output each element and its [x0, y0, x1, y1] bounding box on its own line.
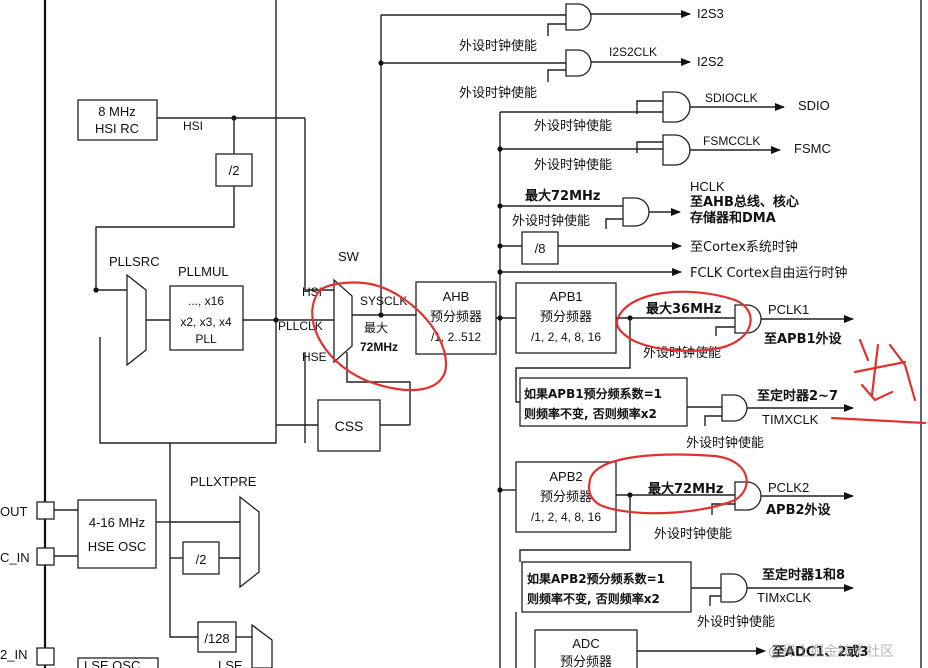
pin-osc32-in-pad: [36, 647, 55, 666]
fsmc-gate: FSMCCLK FSMC 外设时钟使能: [497, 134, 831, 173]
i2s3-gate: I2S3 外设时钟使能: [459, 3, 724, 54]
fsmc-enable: 外设时钟使能: [534, 157, 612, 173]
hse-osc-freq: 4-16 MHz: [89, 515, 145, 530]
i2s2-enable: 外设时钟使能: [459, 85, 537, 101]
hse-osc-label: HSE OSC: [88, 539, 147, 554]
apb2-range: /1, 2, 4, 8, 16: [531, 510, 601, 524]
lse-osc-label: LSE OSC: [84, 658, 140, 668]
pllmul-label: PLLMUL: [178, 264, 229, 279]
apb1-sub: 预分频器: [540, 310, 592, 325]
cortex-label: 至Cortex系统时钟: [690, 239, 798, 255]
sw-mux: [333, 278, 353, 364]
fsmcclk-label: FSMCCLK: [703, 134, 760, 148]
sw-label: SW: [338, 249, 360, 264]
timxclk-upper-label: TIMXCLK: [762, 412, 819, 427]
sysclk-label: SYSCLK: [360, 294, 407, 308]
ahb-title: AHB: [443, 289, 470, 304]
pin-osc32-in: 2_IN: [0, 647, 27, 662]
pin-osc-out-pad: [36, 501, 55, 520]
hsi-rc-label: HSI RC: [95, 121, 139, 136]
hclk-desc2: 存储器和DMA: [690, 210, 776, 226]
hclk-enable: 外设时钟使能: [512, 213, 590, 229]
ahb-sub: 预分频器: [430, 310, 482, 325]
pin-osc-out: OUT: [0, 504, 28, 519]
pin-osc-in-pad: [36, 547, 55, 566]
pllxtpre-label: PLLXTPRE: [190, 474, 257, 489]
pll-label: PLL: [195, 332, 217, 346]
adc-out-label: 至ADC1、2或3: [772, 644, 869, 660]
timxclk-lower-gate: [720, 573, 748, 603]
tim1-note1: 如果APB1预分频系数=1: [524, 386, 662, 401]
div128-label: /128: [204, 631, 229, 646]
hclk-max: 最大72MHz: [525, 188, 600, 204]
tim1-note2: 则频率不变, 否则频率x2: [524, 406, 657, 421]
pin-osc-in: C_IN: [0, 550, 30, 565]
apb1-range: /1, 2, 4, 8, 16: [531, 330, 601, 344]
apb2-sub: 预分频器: [540, 490, 592, 505]
sdio-label: SDIO: [798, 98, 830, 113]
timxclk-lower-enable: 外设时钟使能: [697, 614, 775, 630]
hsi-rc-freq: 8 MHz: [98, 104, 136, 119]
i2s2clk-label: I2S2CLK: [609, 45, 657, 59]
sw-max-line1: 最大: [364, 321, 388, 335]
hse-div2-label: /2: [196, 552, 207, 567]
hsi-div2-label: /2: [229, 163, 240, 178]
lse-label: LSE: [218, 658, 243, 668]
apb1-max: 最大36MHz: [646, 301, 721, 317]
div8-label: /8: [535, 241, 546, 256]
sw-hse-label: HSE: [302, 350, 327, 364]
apb2-enable: 外设时钟使能: [654, 526, 732, 542]
tim27-label: 至定时器2~7: [757, 388, 838, 404]
sw-pllclk-label: PLLCLK: [278, 319, 323, 333]
red-annotations: [311, 281, 927, 515]
timxclk-upper-enable: 外设时钟使能: [686, 435, 764, 451]
sdio-gate: SDIOCLK SDIO 外设时钟使能: [500, 91, 830, 134]
tim2-note1: 如果APB2预分频系数=1: [527, 571, 665, 586]
pclk2-gate: [734, 481, 762, 511]
hclk-gate: 最大72MHz HCLK 至AHB总线、核心 存储器和DMA 外设时钟使能: [497, 179, 799, 229]
timxclk-upper-gate: [721, 394, 748, 422]
pll-mul-line2: x2, x3, x4: [180, 315, 232, 329]
hsi-rc-block: 8 MHz HSI RC: [77, 99, 158, 141]
pclk2-desc: APB2外设: [766, 502, 832, 518]
i2s2-label: I2S2: [697, 54, 724, 69]
tim2-note2: 则频率不变, 否则频率x2: [527, 591, 660, 606]
pclk1-label: PCLK1: [768, 302, 809, 317]
pllsrc-label: PLLSRC: [109, 254, 160, 269]
i2s3-enable: 外设时钟使能: [459, 38, 537, 54]
hclk-desc1: 至AHB总线、核心: [690, 194, 799, 210]
fclk-label: FCLK Cortex自由运行时钟: [690, 265, 847, 281]
apb2-max: 最大72MHz: [648, 481, 723, 497]
pllsrc-mux: [126, 273, 147, 367]
adc-title: ADC: [572, 636, 599, 651]
timxclk-lower-label: TIMxCLK: [757, 590, 812, 605]
pclk1-gate: [734, 304, 762, 334]
apb1-title: APB1: [549, 289, 582, 304]
i2s3-label: I2S3: [697, 6, 724, 21]
sdio-enable: 外设时钟使能: [534, 118, 612, 134]
ahb-range: /1, 2..512: [431, 330, 481, 344]
sw-max-line2: 72MHz: [360, 340, 398, 354]
pclk2-label: PCLK2: [768, 480, 809, 495]
hsi-label: HSI: [183, 119, 203, 133]
fsmc-label: FSMC: [794, 141, 831, 156]
tim18-label: 至定时器1和8: [762, 567, 845, 583]
pclk1-desc: 至APB1外设: [764, 331, 843, 347]
watermark: @稀土掘金技术社区: [768, 644, 894, 660]
hclk-title: HCLK: [690, 179, 725, 194]
css-label: CSS: [335, 418, 364, 434]
adc-sub: 预分频器: [560, 655, 612, 668]
i2s2-gate: I2S2CLK I2S2 外设时钟使能: [459, 45, 724, 101]
pll-mul-line1: ..., x16: [188, 294, 224, 308]
sdioclk-label: SDIOCLK: [705, 91, 758, 105]
pllxtpre-mux: [239, 495, 260, 589]
apb2-title: APB2: [549, 469, 582, 484]
